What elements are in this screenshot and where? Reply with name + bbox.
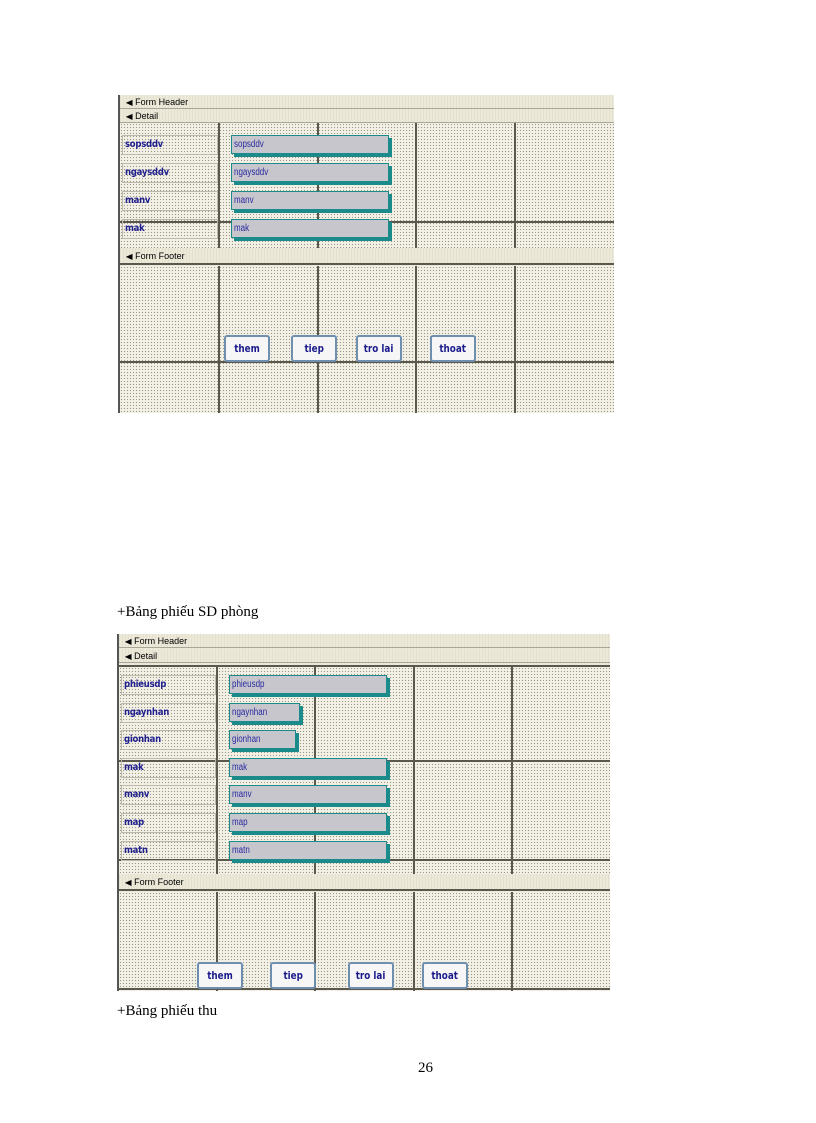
grid-line bbox=[415, 123, 417, 248]
textbox-matn[interactable]: matn bbox=[229, 841, 387, 860]
grid-line bbox=[511, 892, 513, 991]
tiep-button[interactable]: tiep bbox=[270, 962, 316, 989]
grid-line bbox=[314, 892, 316, 991]
detail-band[interactable]: ◀Detail bbox=[120, 109, 614, 123]
field-label-mak[interactable]: mak bbox=[121, 758, 216, 778]
tro-lai-button[interactable]: tro lai bbox=[348, 962, 394, 989]
grid-line bbox=[218, 266, 220, 413]
textbox-manv[interactable]: manv bbox=[229, 785, 387, 804]
form-header-band[interactable]: ◀Form Header bbox=[119, 634, 610, 648]
form-design-2: ◀Form Header ◀Detail phieusdp phieusdp n… bbox=[117, 634, 610, 991]
form-footer-label: Form Footer bbox=[134, 877, 184, 887]
textbox-mak[interactable]: mak bbox=[231, 219, 389, 238]
section-arrow-icon: ◀ bbox=[124, 652, 132, 661]
section-arrow-icon: ◀ bbox=[125, 252, 133, 261]
textbox-manv[interactable]: manv bbox=[231, 191, 389, 210]
section-caption-phieu-thu: +Bảng phiếu thu bbox=[117, 1003, 218, 1019]
textbox-map[interactable]: map bbox=[229, 813, 387, 832]
section-arrow-icon: ◀ bbox=[124, 637, 132, 646]
form-header-band[interactable]: ◀Form Header bbox=[120, 95, 614, 109]
grid-line bbox=[317, 123, 319, 248]
field-label-sopsddv[interactable]: sopsddv bbox=[122, 135, 218, 155]
form-footer-label: Form Footer bbox=[135, 251, 185, 261]
textbox-phieusdp[interactable]: phieusdp bbox=[229, 675, 387, 694]
them-button[interactable]: them bbox=[197, 962, 243, 989]
grid-line bbox=[413, 892, 415, 991]
textbox-ngaynhan[interactable]: ngaynhan bbox=[229, 703, 300, 722]
grid-line bbox=[120, 361, 614, 363]
detail-label: Detail bbox=[135, 111, 159, 121]
tro-lai-button[interactable]: tro lai bbox=[356, 335, 402, 362]
detail-label: Detail bbox=[134, 651, 158, 661]
detail-grid: phieusdp phieusdp ngaynhan ngaynhan gion… bbox=[119, 665, 610, 876]
grid-line bbox=[514, 123, 516, 248]
field-label-phieusdp[interactable]: phieusdp bbox=[121, 675, 216, 695]
field-label-mak[interactable]: mak bbox=[122, 219, 218, 239]
grid-line bbox=[119, 988, 610, 990]
section-caption-phieu-sd-phong: +Bảng phiếu SD phòng bbox=[117, 604, 259, 620]
section-arrow-icon: ◀ bbox=[125, 98, 133, 107]
grid-line bbox=[514, 266, 516, 413]
them-button[interactable]: them bbox=[224, 335, 270, 362]
footer-grid: them tiep tro lai thoat bbox=[119, 892, 610, 991]
grid-line bbox=[218, 123, 220, 248]
grid-line bbox=[511, 667, 513, 876]
form-header-label: Form Header bbox=[134, 636, 188, 646]
form-header-label: Form Header bbox=[135, 97, 189, 107]
field-label-ngaysddv[interactable]: ngaysddv bbox=[122, 163, 218, 183]
grid-line bbox=[216, 892, 218, 991]
page-number: 26 bbox=[418, 1060, 433, 1076]
section-arrow-icon: ◀ bbox=[125, 112, 133, 121]
field-label-matn[interactable]: matn bbox=[121, 841, 216, 861]
section-arrow-icon: ◀ bbox=[124, 878, 132, 887]
detail-grid: sopsddv sopsddv ngaysddv ngaysddv manv m… bbox=[120, 123, 614, 248]
detail-band[interactable]: ◀Detail bbox=[119, 649, 610, 663]
field-label-manv[interactable]: manv bbox=[121, 785, 216, 805]
grid-line bbox=[216, 667, 218, 876]
grid-line bbox=[119, 859, 610, 861]
textbox-gionhan[interactable]: gionhan bbox=[229, 730, 296, 749]
textbox-ngaysddv[interactable]: ngaysddv bbox=[231, 163, 389, 182]
textbox-mak[interactable]: mak bbox=[229, 758, 387, 777]
grid-line bbox=[415, 266, 417, 413]
thoat-button[interactable]: thoat bbox=[422, 962, 468, 989]
form-footer-band[interactable]: ◀Form Footer bbox=[119, 874, 610, 891]
footer-grid: them tiep tro lai thoat bbox=[120, 266, 614, 413]
grid-line bbox=[413, 667, 415, 876]
field-label-gionhan[interactable]: gionhan bbox=[121, 730, 216, 750]
tiep-button[interactable]: tiep bbox=[291, 335, 337, 362]
field-label-ngaynhan[interactable]: ngaynhan bbox=[121, 703, 216, 723]
form-design-1: ◀Form Header ◀Detail sopsddv sopsddv nga… bbox=[118, 95, 614, 413]
thoat-button[interactable]: thoat bbox=[430, 335, 476, 362]
textbox-sopsddv[interactable]: sopsddv bbox=[231, 135, 389, 154]
form-footer-band[interactable]: ◀Form Footer bbox=[120, 248, 614, 265]
field-label-manv[interactable]: manv bbox=[122, 191, 218, 211]
field-label-map[interactable]: map bbox=[121, 813, 216, 833]
